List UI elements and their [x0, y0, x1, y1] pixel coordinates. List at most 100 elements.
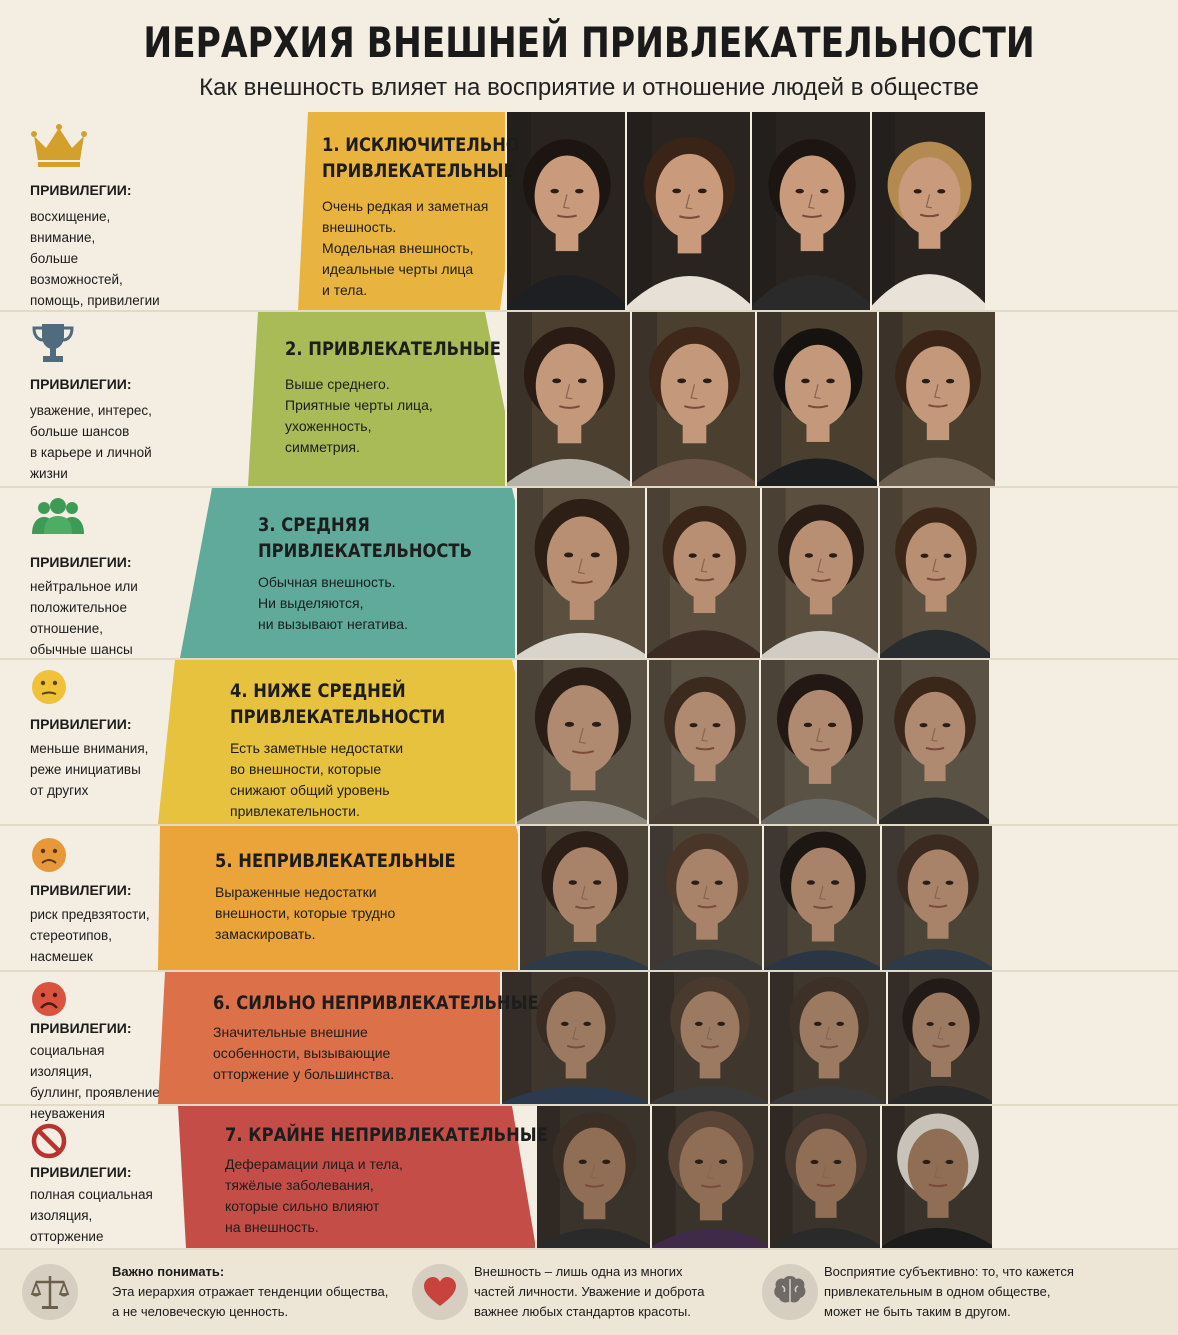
portrait-photo	[648, 972, 768, 1106]
footer-note: Восприятие субъективно: то, что кажется п…	[762, 1262, 1152, 1326]
portrait-photo	[886, 972, 992, 1106]
level-title-line: 5. НЕПРИВЛЕКАТЕЛЬНЫЕ	[215, 850, 456, 872]
level-title: 5. НЕПРИВЛЕКАТЕЛЬНЫЕ	[215, 848, 456, 874]
level-band-shape	[248, 312, 520, 486]
portrait-photo	[518, 826, 648, 972]
portrait-photo	[625, 112, 750, 312]
privileges-line: изоляция,	[30, 1208, 93, 1223]
row-divider	[0, 1248, 1178, 1250]
privileges-line: отношение,	[30, 621, 103, 636]
footer-line: Восприятие субъективно: то, что кажется	[824, 1264, 1074, 1279]
portrait-photo	[630, 312, 755, 488]
privileges-label: ПРИВИЛЕГИИ:	[30, 716, 132, 732]
level-description-line: внешность.	[322, 219, 397, 235]
level-description-line: привлекательности.	[230, 803, 360, 819]
footer-line: Эта иерархия отражает тенденции общества…	[112, 1284, 389, 1299]
privileges-line: обычные шансы	[30, 642, 133, 657]
row-divider	[0, 486, 1178, 488]
row-divider	[0, 970, 1178, 972]
privileges-column: ПРИВИЛЕГИИ:риск предвзятости,стереотипов…	[30, 826, 180, 972]
footer-line: привлекательным в одном обществе,	[824, 1284, 1051, 1299]
level-band	[0, 660, 600, 826]
privileges-line: реже инициативы	[30, 762, 141, 777]
privileges-line: меньше внимания,	[30, 741, 149, 756]
level-band	[0, 1106, 600, 1250]
row-divider	[0, 658, 1178, 660]
privileges-column: ПРИВИЛЕГИИ: меньше внимания, реже инициати…	[30, 660, 180, 826]
level-description-line: Модельная внешность,	[322, 240, 474, 256]
level-description-line: ухоженность,	[285, 418, 372, 434]
level-band	[0, 312, 600, 488]
portrait-photo	[768, 1106, 880, 1250]
level-band-shape	[178, 1106, 536, 1248]
privileges-line: нейтральное или	[30, 579, 138, 594]
page-title: ИЕРАРХИЯ ВНЕШНЕЙ ПРИВЛЕКАТЕЛЬНОСТИ	[143, 18, 1035, 67]
level-description-line: снижают общий уровень	[230, 782, 390, 798]
footer-text: Важно понимать:Эта иерархия отражает тен…	[112, 1262, 402, 1322]
level-band-shape	[158, 972, 530, 1104]
level-description-line: особенности, вызывающие	[213, 1045, 391, 1061]
portrait-photo	[645, 488, 760, 660]
row-divider	[0, 1104, 1178, 1106]
portrait-photo	[880, 826, 992, 972]
level-title-line: 7. КРАЙНЕ НЕПРИВЛЕКАТЕЛЬНЫЕ	[225, 1124, 548, 1146]
level-description-line: отторжение у большинства.	[213, 1066, 395, 1082]
footer-note: Важно понимать:Эта иерархия отражает тен…	[22, 1262, 412, 1326]
trophy-icon	[30, 320, 90, 372]
level-description: Деферамации лица и тела,тяжёлые заболева…	[225, 1154, 403, 1238]
privileges-text: риск предвзятости,стереотипов,насмешек	[30, 904, 170, 967]
level-description-line: внешности, которые трудно	[215, 905, 396, 921]
privileges-line: в карьере и личной	[30, 445, 152, 460]
level-description-line: Ни выделяются,	[258, 595, 364, 611]
photo-strip	[505, 112, 985, 312]
portrait-photo	[880, 1106, 992, 1250]
level-title-line: 4. НИЖЕ СРЕДНЕЙ	[230, 680, 406, 702]
level-band-shape	[298, 112, 525, 310]
privileges-line: социальная изоляция,	[30, 1043, 105, 1079]
level-title-line: 6. СИЛЬНО НЕПРИВЛЕКАТЕЛЬНЫЕ	[213, 992, 539, 1014]
portrait-photo	[505, 112, 625, 312]
privileges-label: ПРИВИЛЕГИИ:	[30, 1164, 132, 1180]
row-divider	[0, 824, 1178, 826]
level-title: 6. СИЛЬНО НЕПРИВЛЕКАТЕЛЬНЫЕ	[213, 990, 539, 1016]
level-description: Выше среднего.Приятные черты лица,ухожен…	[285, 374, 433, 458]
level-description: Обычная внешность.Ни выделяются,ни вызыв…	[258, 572, 408, 635]
privileges-column: ПРИВИЛЕГИИ:уважение, интерес,больше шанс…	[30, 312, 180, 488]
scales-icon	[22, 1264, 78, 1325]
level-band-shape	[158, 660, 552, 824]
privileges-column: ПРИВИЛЕГИИ:социальная изоляция,буллинг, …	[30, 972, 180, 1121]
portrait-photo	[877, 312, 995, 488]
portrait-photo	[759, 660, 877, 826]
frown-face-icon	[30, 980, 90, 1032]
portrait-photo	[877, 660, 989, 826]
privileges-line: насмешек	[30, 949, 93, 964]
level-description-line: замаскировать.	[215, 926, 316, 942]
portrait-photo	[760, 488, 878, 660]
photo-strip	[500, 972, 992, 1106]
level-description-line: симметрия.	[285, 439, 360, 455]
privileges-label: ПРИВИЛЕГИИ:	[30, 182, 132, 198]
level-description-line: во внешности, которые	[230, 761, 382, 777]
level-title-line: 1. ИСКЛЮЧИТЕЛЬНО	[322, 134, 520, 156]
level-title-line: 3. СРЕДНЯЯ	[258, 514, 370, 536]
header: ИЕРАРХИЯ ВНЕШНЕЙ ПРИВЛЕКАТЕЛЬНОСТИ Как в…	[0, 0, 1178, 112]
portrait-photo	[505, 312, 630, 488]
level-band	[0, 826, 600, 972]
portrait-photo	[878, 488, 990, 660]
level-row-1: ПРИВИЛЕГИИ:восхищение, внимание,больше в…	[0, 112, 1178, 312]
level-title-line: ПРИВЛЕКАТЕЛЬНОСТЬ	[258, 540, 473, 562]
